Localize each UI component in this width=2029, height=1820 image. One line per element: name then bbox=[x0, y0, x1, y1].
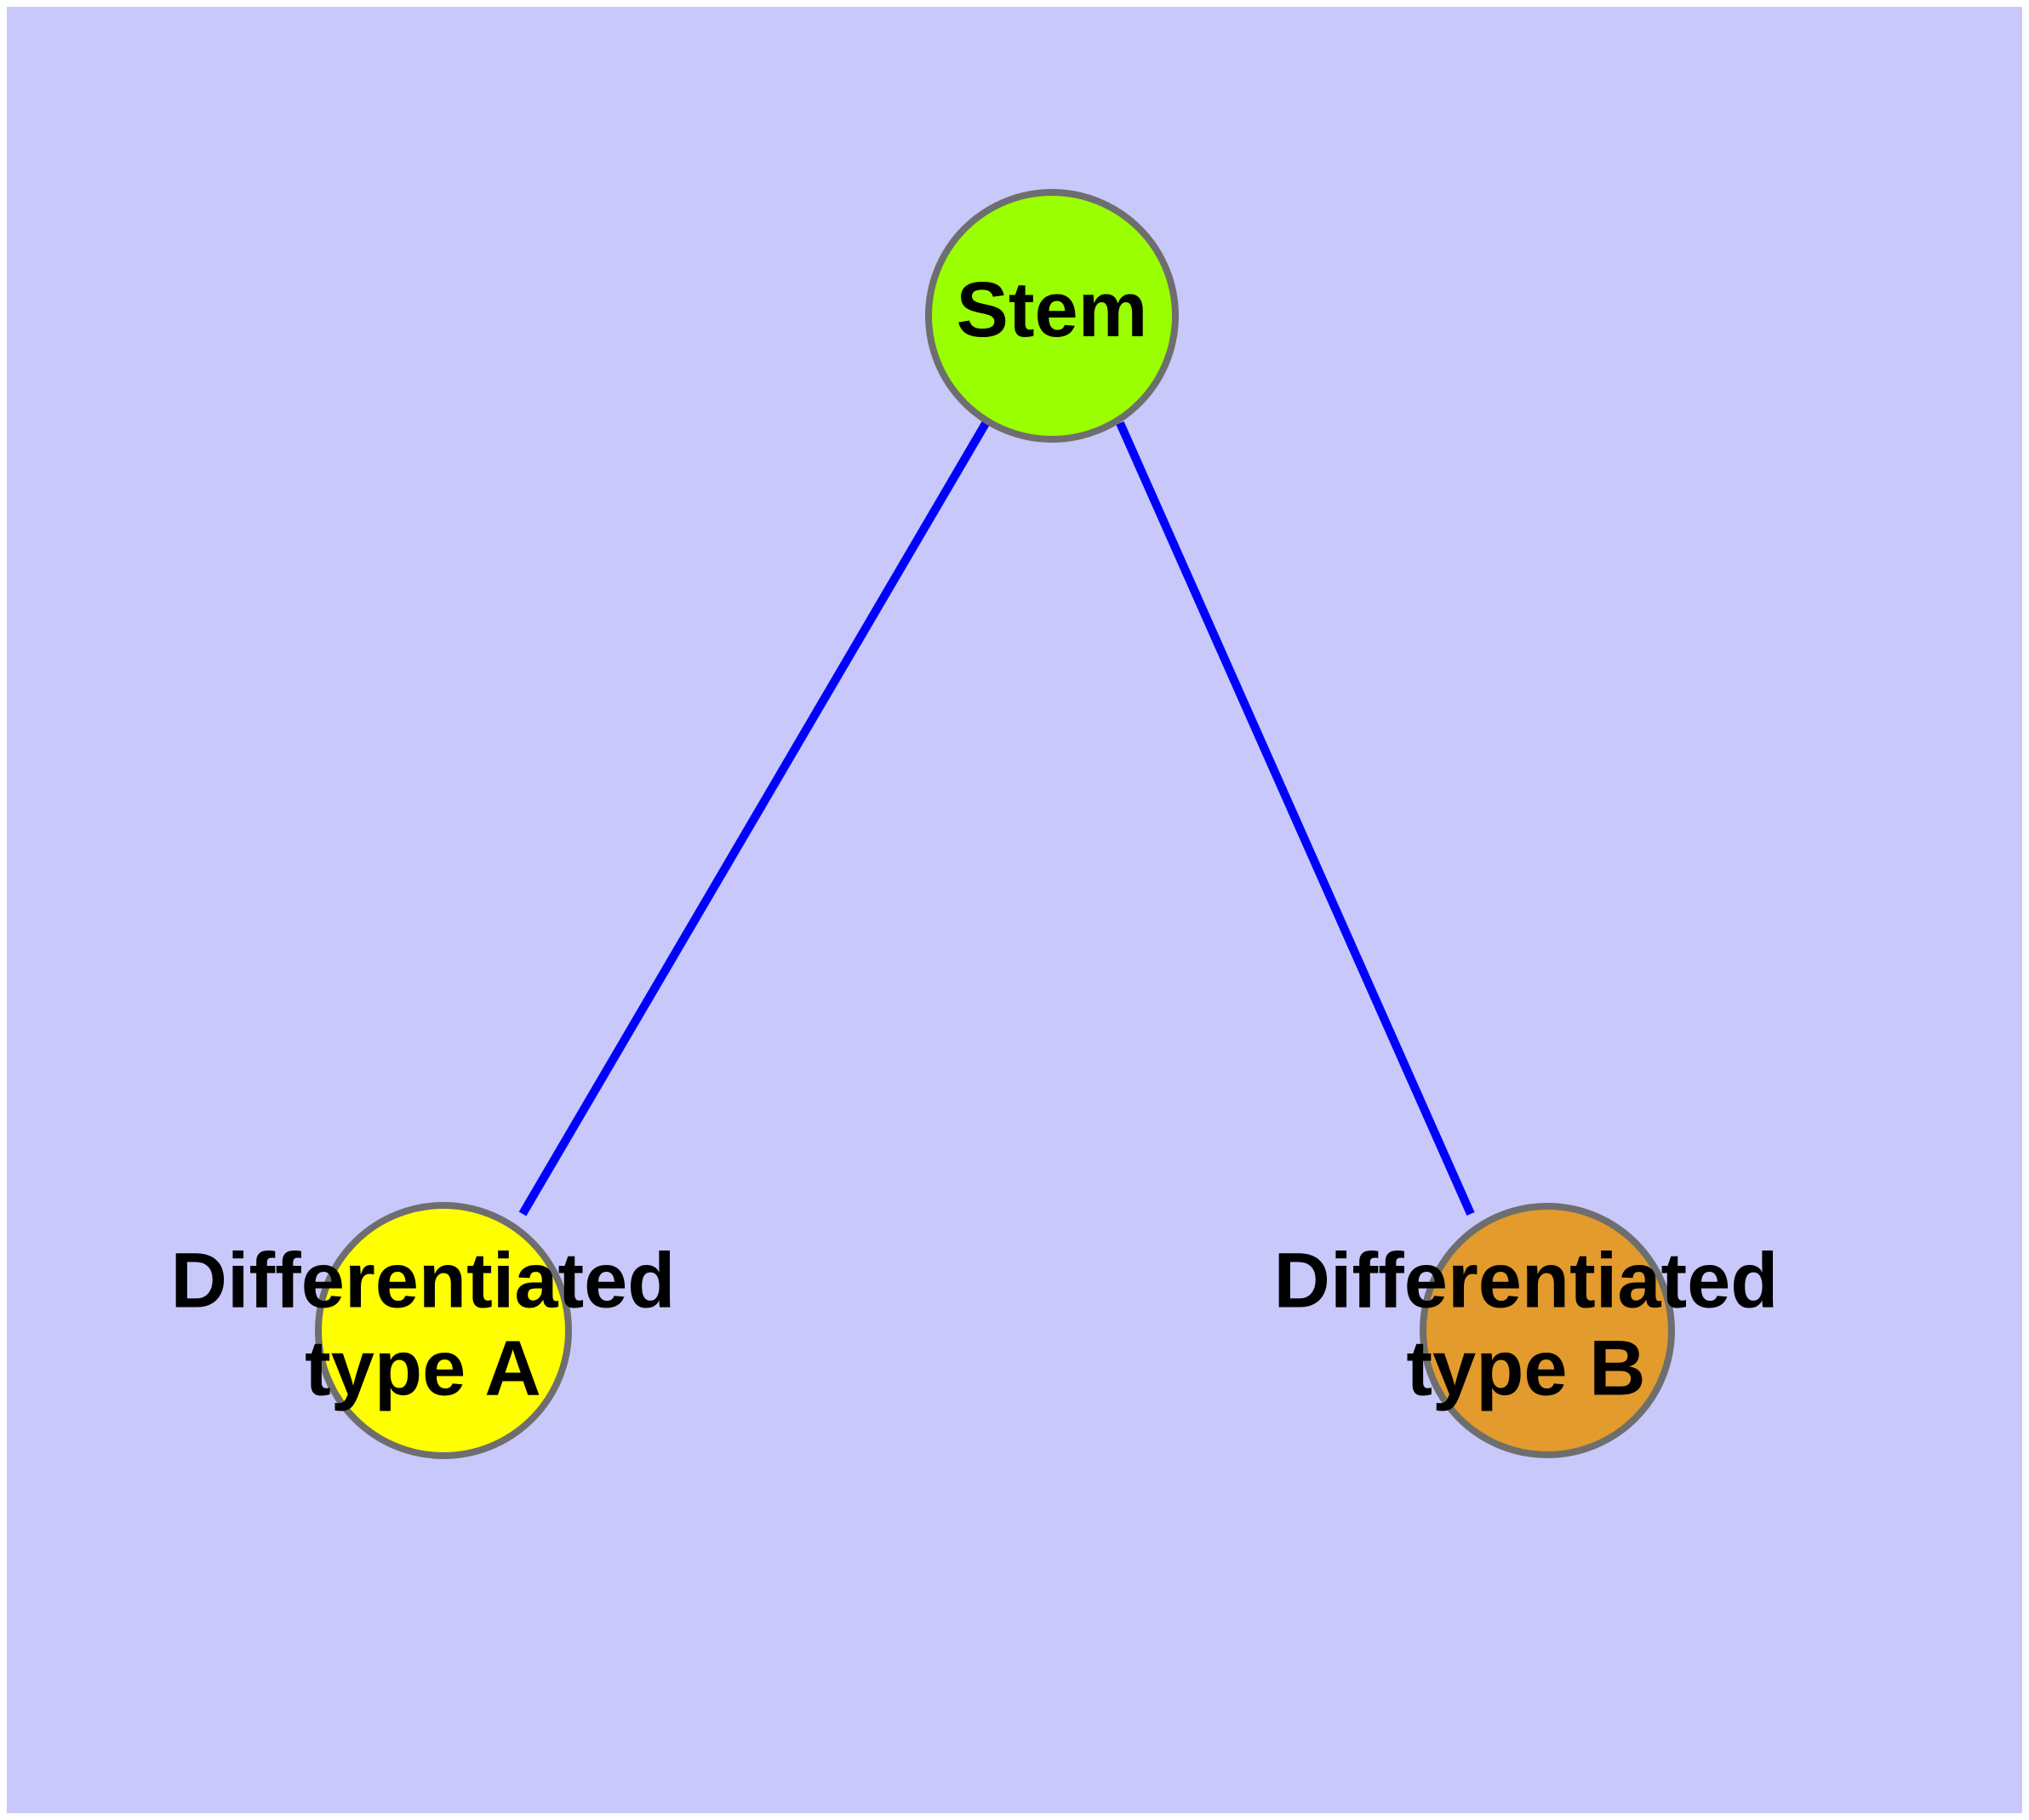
node-label-stem: Stem bbox=[957, 266, 1148, 353]
edge-stem-to-diff-a bbox=[518, 418, 992, 1216]
node-diff-a[interactable] bbox=[315, 1202, 572, 1459]
node-stem[interactable] bbox=[925, 189, 1179, 443]
node-label-line: Differentiated bbox=[1274, 1238, 1779, 1325]
edges-group bbox=[518, 418, 1475, 1216]
node-label-line: type A bbox=[305, 1325, 541, 1412]
node-label-line: Differentiated bbox=[171, 1238, 676, 1325]
nodes-group bbox=[315, 189, 1675, 1459]
node-diff-b[interactable] bbox=[1420, 1203, 1675, 1458]
node-label-line: type B bbox=[1406, 1325, 1645, 1412]
edge-stem-to-diff-b bbox=[1116, 421, 1475, 1216]
node-label-line: Stem bbox=[957, 266, 1148, 353]
